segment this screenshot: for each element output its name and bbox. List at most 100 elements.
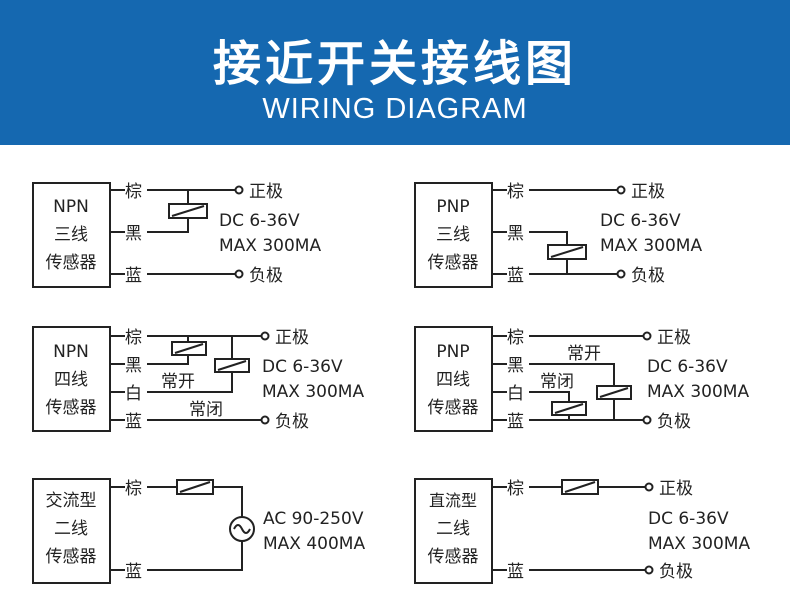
sensor-box — [32, 478, 111, 584]
max-current: MAX 300MA — [600, 236, 702, 256]
terminal-positive — [616, 185, 626, 195]
page-subtitle: WIRING DIAGRAM — [262, 93, 528, 125]
sensor-wire-count: 三线 — [54, 225, 88, 245]
terminal-positive — [234, 185, 244, 195]
black-wire — [529, 363, 615, 386]
terminal-negative-label: 负极 — [275, 412, 309, 432]
relay-coil-slash — [554, 403, 584, 414]
terminal-positive — [260, 331, 270, 341]
terminal-negative — [644, 565, 654, 575]
terminal-negative — [234, 269, 244, 279]
sensor-type-label: PNP — [436, 342, 469, 362]
supply-voltage: AC 90-250V — [263, 509, 364, 529]
max-current: MAX 300MA — [648, 534, 750, 554]
wire-label-brown: 棕 — [507, 182, 524, 202]
sensor-type-label: 直流型 — [429, 491, 477, 510]
pnp-4wire-panel: PNP 四线 传感器 棕 黑 白 蓝 正极 负极 常开 常闭 DC 6-36V … — [414, 326, 749, 432]
terminal-positive-label: 正极 — [249, 182, 283, 202]
black-wire — [529, 231, 568, 245]
npn-3wire-panel: NPN 三线 传感器 棕 黑 蓝 正极 负极 DC 6-36V MAX 300M… — [32, 182, 321, 288]
sensor-type-label: 交流型 — [46, 491, 97, 511]
terminal-negative-label: 负极 — [249, 266, 283, 286]
relay-coil-slash — [217, 360, 247, 371]
terminal-negative-label: 负极 — [659, 562, 693, 582]
pnp-3wire-panel: PNP 三线 传感器 棕 黑 蓝 正极 负极 DC 6-36V MAX 300M… — [414, 182, 702, 288]
ac-2wire-panel: 交流型 二线 传感器 棕 蓝 AC 90-250V MAX 400MA — [32, 478, 365, 584]
sensor-label: 传感器 — [46, 253, 97, 273]
normally-open-label: 常开 — [567, 344, 601, 364]
max-current: MAX 300MA — [647, 382, 749, 402]
terminal-positive-label: 正极 — [631, 182, 665, 202]
wire-label-black: 黑 — [507, 356, 524, 376]
max-current: MAX 300MA — [219, 236, 321, 256]
blue-wire — [147, 541, 243, 571]
wire-label-brown: 棕 — [507, 479, 524, 499]
sensor-box — [414, 326, 493, 432]
sensor-wire-count: 二线 — [436, 519, 470, 539]
terminal-negative-label: 负极 — [631, 266, 665, 286]
sensor-wire-count: 三线 — [436, 225, 470, 245]
terminal-positive-label: 正极 — [275, 328, 309, 348]
max-current: MAX 400MA — [263, 534, 365, 554]
sensor-label: 传感器 — [428, 547, 479, 567]
terminal-negative — [642, 415, 652, 425]
wire-label-black: 黑 — [507, 224, 524, 244]
sensor-wire-count: 四线 — [436, 370, 470, 390]
wire-label-blue: 蓝 — [507, 412, 524, 432]
black-wire — [147, 355, 189, 365]
supply-voltage: DC 6-36V — [647, 357, 728, 377]
page-title: 接近开关接线图 — [212, 36, 577, 92]
sensor-type-label: NPN — [53, 197, 89, 217]
wire-label-brown: 棕 — [125, 182, 142, 202]
wire-label-black: 黑 — [125, 356, 142, 376]
white-wire — [147, 372, 233, 393]
normally-closed-label: 常闭 — [189, 400, 223, 420]
normally-closed-label: 常闭 — [540, 372, 574, 392]
supply-voltage: DC 6-36V — [262, 357, 343, 377]
wire-label-blue: 蓝 — [125, 562, 142, 582]
max-current: MAX 300MA — [262, 382, 364, 402]
sensor-label: 传感器 — [428, 253, 479, 273]
terminal-positive-label: 正极 — [657, 328, 691, 348]
load-wire — [213, 486, 243, 517]
wire-label-blue: 蓝 — [125, 266, 142, 286]
relay-coil-slash — [179, 481, 211, 493]
wire-label-white: 白 — [507, 384, 524, 404]
sensor-wire-count: 二线 — [54, 519, 88, 539]
normally-open-label: 常开 — [161, 372, 195, 392]
sensor-type-label: NPN — [53, 342, 89, 362]
header-banner: 接近开关接线图 WIRING DIAGRAM — [0, 0, 790, 145]
wire-label-blue: 蓝 — [125, 412, 142, 432]
wire-label-brown: 棕 — [507, 328, 524, 348]
relay-coil-slash — [599, 387, 629, 398]
relay-coil-slash — [550, 246, 584, 258]
white-wire — [529, 391, 570, 402]
sensor-label: 传感器 — [428, 398, 479, 418]
relay-coil-slash — [171, 205, 205, 217]
terminal-negative — [260, 415, 270, 425]
terminal-negative-label: 负极 — [657, 412, 691, 432]
terminal-positive — [644, 482, 654, 492]
wire-label-brown: 棕 — [125, 479, 142, 499]
sensor-box — [32, 182, 111, 288]
sensor-label: 传感器 — [46, 398, 97, 418]
terminal-positive-label: 正极 — [659, 479, 693, 499]
sensor-label: 传感器 — [46, 547, 97, 567]
sensor-box — [414, 182, 493, 288]
wire-label-white: 白 — [125, 384, 142, 404]
terminal-negative — [616, 269, 626, 279]
npn-4wire-panel: NPN 四线 传感器 棕 黑 白 蓝 正极 负极 常开 常闭 DC 6-36V … — [32, 326, 364, 432]
relay-coil-slash — [564, 481, 596, 493]
sensor-box — [414, 478, 493, 584]
wire-label-blue: 蓝 — [507, 562, 524, 582]
wire-label-blue: 蓝 — [507, 266, 524, 286]
wire-label-brown: 棕 — [125, 328, 142, 348]
black-wire — [147, 218, 189, 233]
ac-wave-icon — [233, 524, 251, 534]
sensor-box — [32, 326, 111, 432]
sensor-wire-count: 四线 — [54, 370, 88, 390]
supply-voltage: DC 6-36V — [600, 211, 681, 231]
supply-voltage: DC 6-36V — [648, 509, 729, 529]
relay-coil-slash — [174, 343, 204, 354]
